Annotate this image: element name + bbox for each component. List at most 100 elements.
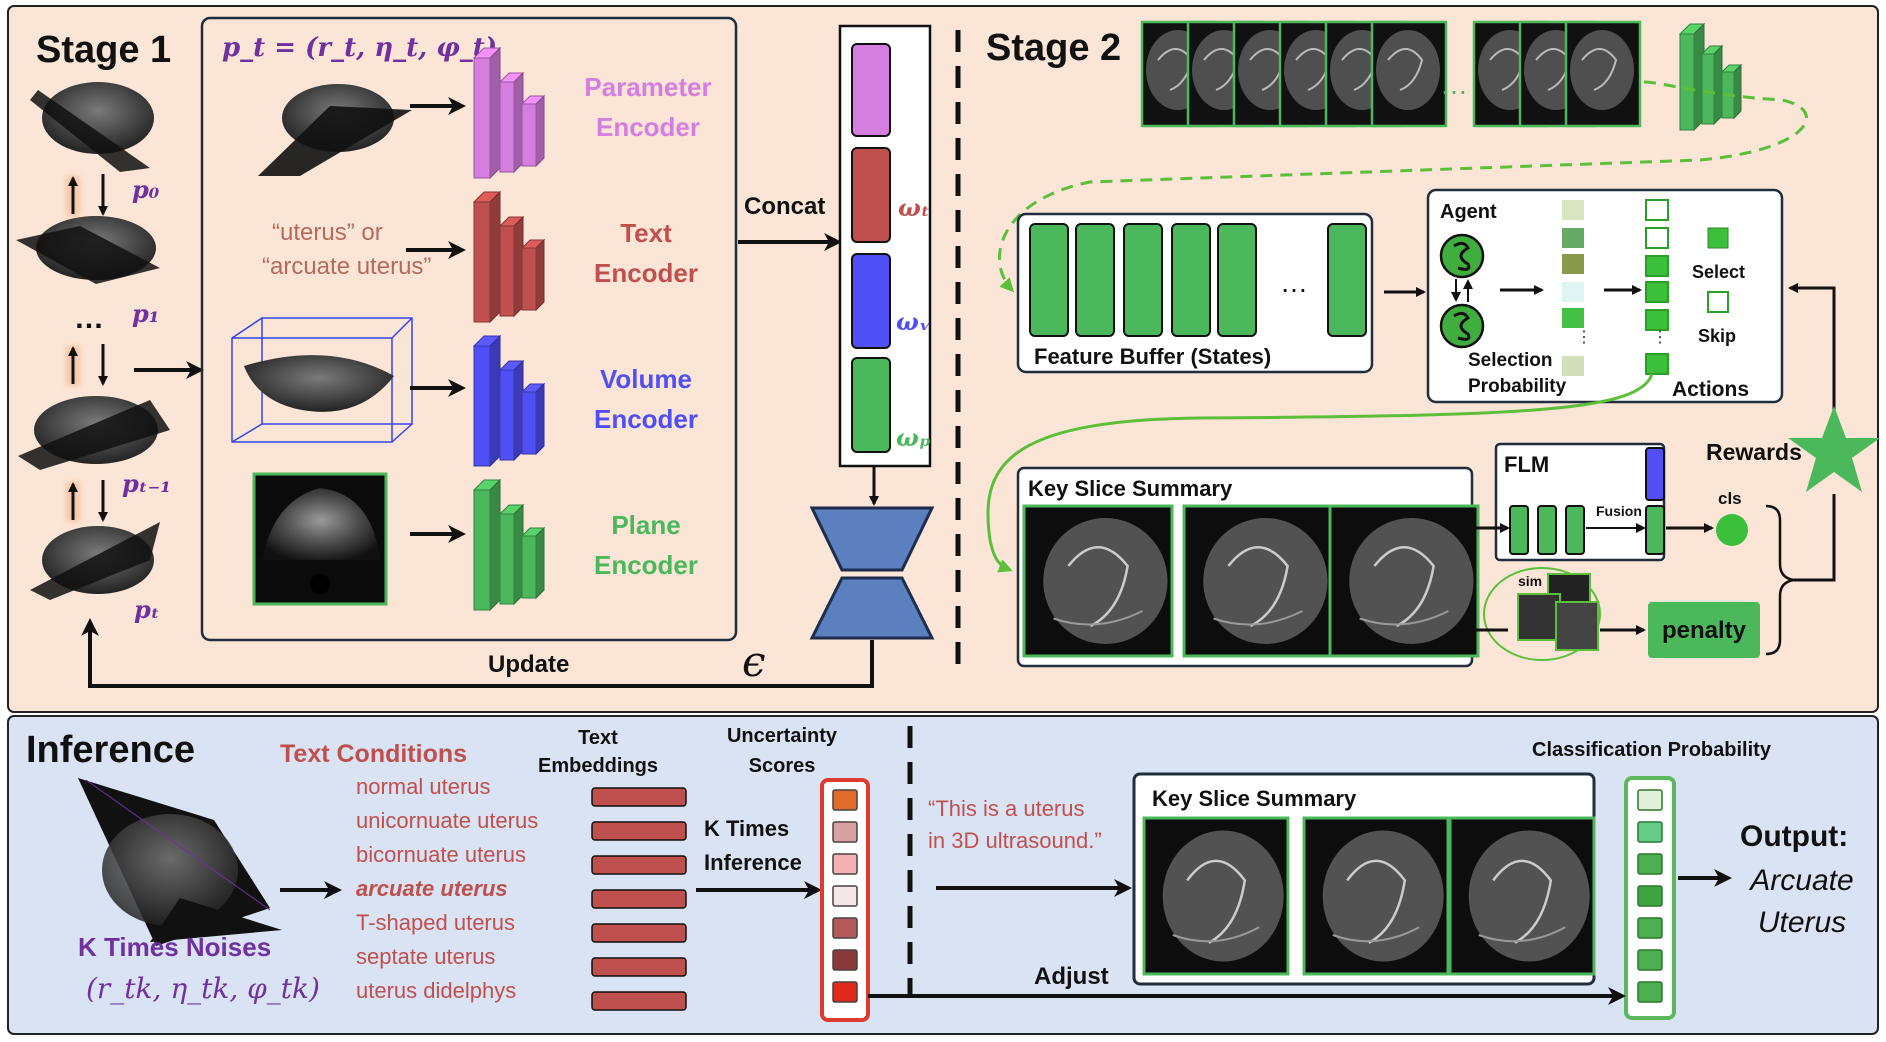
uncertainty-line1: Uncertainty xyxy=(727,725,838,747)
feature-state xyxy=(1171,223,1211,337)
p1-label: p₁ xyxy=(132,299,159,328)
text-embedding-bar xyxy=(591,787,687,807)
probability-cell xyxy=(1637,821,1663,843)
rewards-star xyxy=(1788,406,1880,492)
volume-sequence: p₀ … p₁ pₜ₋₁ pₜ xyxy=(16,82,171,624)
output-label: Output: xyxy=(1740,820,1848,853)
probability-cell xyxy=(1637,853,1663,875)
text-embedding xyxy=(851,147,891,243)
noise-formula: (r_tk, η_tk, φ_tk) xyxy=(86,972,320,1005)
summary-slice xyxy=(1328,504,1480,658)
condition-item: septate uterus xyxy=(356,944,495,969)
feature-buffer-bars xyxy=(1029,223,1367,337)
feature-state xyxy=(1123,223,1163,337)
skip-legend-icon xyxy=(1707,291,1729,313)
agent-icon-top xyxy=(1439,233,1485,279)
inference-summary-label: Key Slice Summary xyxy=(1152,786,1357,811)
brace-to-star xyxy=(1794,494,1836,582)
volume-p0 xyxy=(30,82,154,172)
text-embedding-bar xyxy=(591,923,687,943)
sim-images xyxy=(1517,573,1599,651)
uncertainty-cell xyxy=(832,949,858,971)
reward-feedback-arrow xyxy=(1788,283,1836,410)
action-squares xyxy=(1645,199,1669,375)
feature-state xyxy=(1029,223,1069,337)
omega-p-label: ωₚ xyxy=(896,423,931,452)
skip-label: Skip xyxy=(1698,326,1736,346)
inference-title: Inference xyxy=(26,729,195,771)
prompt-line1: “This is a uterus xyxy=(928,796,1085,821)
text-embedding-bar xyxy=(591,821,687,841)
text-embeddings-line1: Text xyxy=(578,727,618,749)
condition-list: normal uterus unicornuate uterus bicornuat… xyxy=(356,774,538,1003)
selection-probabilities xyxy=(1562,200,1584,376)
condition-item: bicornuate uterus xyxy=(356,842,526,867)
ellipsis-label: … xyxy=(74,302,104,335)
prompt-line2: in 3D ultrasound.” xyxy=(928,828,1102,853)
probability-cell xyxy=(1637,885,1663,907)
adjust-label: Adjust xyxy=(1034,963,1109,990)
omega-t-label: ωₜ xyxy=(898,193,930,222)
ultrasound-slice xyxy=(1564,20,1642,128)
volume-encoder xyxy=(472,334,546,468)
text-embedding-bar xyxy=(591,957,687,977)
summary-slice xyxy=(1182,504,1334,658)
param-encoder-line2: Encoder xyxy=(596,112,700,142)
volume-input-shape xyxy=(244,355,394,412)
feature-state xyxy=(1075,223,1115,337)
probability-cell xyxy=(1637,981,1663,1003)
select-label: Select xyxy=(1692,262,1745,282)
uncertainty-cell xyxy=(832,885,858,907)
action-cell xyxy=(1645,255,1669,277)
cls-label: cls xyxy=(1718,489,1742,508)
flm-fused-token xyxy=(1645,505,1665,555)
penalty-box xyxy=(1648,602,1760,658)
inference-summary-images xyxy=(1142,816,1596,976)
selection-dots: ⋮ xyxy=(1576,329,1592,346)
encoder-box xyxy=(200,16,738,642)
text-encoder-line1: Text xyxy=(620,218,672,248)
volume-pt xyxy=(30,522,160,600)
slice-dots: … xyxy=(1440,69,1468,100)
stage1-title: Stage 1 xyxy=(36,29,171,71)
text-input-line2: “arcuate uterus” xyxy=(262,253,431,280)
volume-pt-1 xyxy=(18,396,170,470)
fusion-label: Fusion xyxy=(1596,503,1642,519)
agent-icon-bottom xyxy=(1439,303,1485,349)
uncertainty-line2: Scores xyxy=(749,755,816,777)
pt-label: pₜ xyxy=(134,595,160,624)
cls-node xyxy=(1716,514,1748,546)
selection-label-line2: Probability xyxy=(1468,376,1567,397)
omega-v-label: ωᵥ xyxy=(896,307,931,336)
action-cell xyxy=(1645,353,1669,375)
penalty-label: penalty xyxy=(1662,617,1747,644)
output-line1: Arcuate xyxy=(1748,864,1853,897)
condition-item: normal uterus xyxy=(356,774,491,799)
text-embedding-bars xyxy=(591,787,687,1011)
condition-item: unicornuate uterus xyxy=(356,808,538,833)
ultrasound-slice-stack xyxy=(1140,20,1642,128)
flm-volume-token xyxy=(1645,447,1665,501)
summary-slice xyxy=(1448,816,1596,976)
agent-label: Agent xyxy=(1440,201,1497,223)
k-times-line1: K Times xyxy=(704,816,789,841)
selection-prob-cell xyxy=(1562,282,1584,302)
epsilon-label: ϵ xyxy=(742,637,766,686)
condition-item: arcuate uterus xyxy=(356,876,508,901)
noise-label: K Times Noises xyxy=(78,932,271,962)
probability-cell xyxy=(1637,949,1663,971)
sim-label: sim xyxy=(1518,573,1542,589)
selection-prob-cell xyxy=(1562,200,1584,220)
volume-p1 xyxy=(16,216,160,284)
probability-cell xyxy=(1637,789,1663,811)
decoder-bottom xyxy=(809,576,935,640)
text-embedding-bar xyxy=(591,889,687,909)
plane-encoder-line1: Plane xyxy=(611,510,680,540)
transition-arrows xyxy=(66,174,108,522)
decoder-top xyxy=(809,506,935,572)
ultrasound-slice xyxy=(1370,20,1448,128)
plane-embedding xyxy=(851,357,891,453)
uncertainty-cell xyxy=(832,853,858,875)
